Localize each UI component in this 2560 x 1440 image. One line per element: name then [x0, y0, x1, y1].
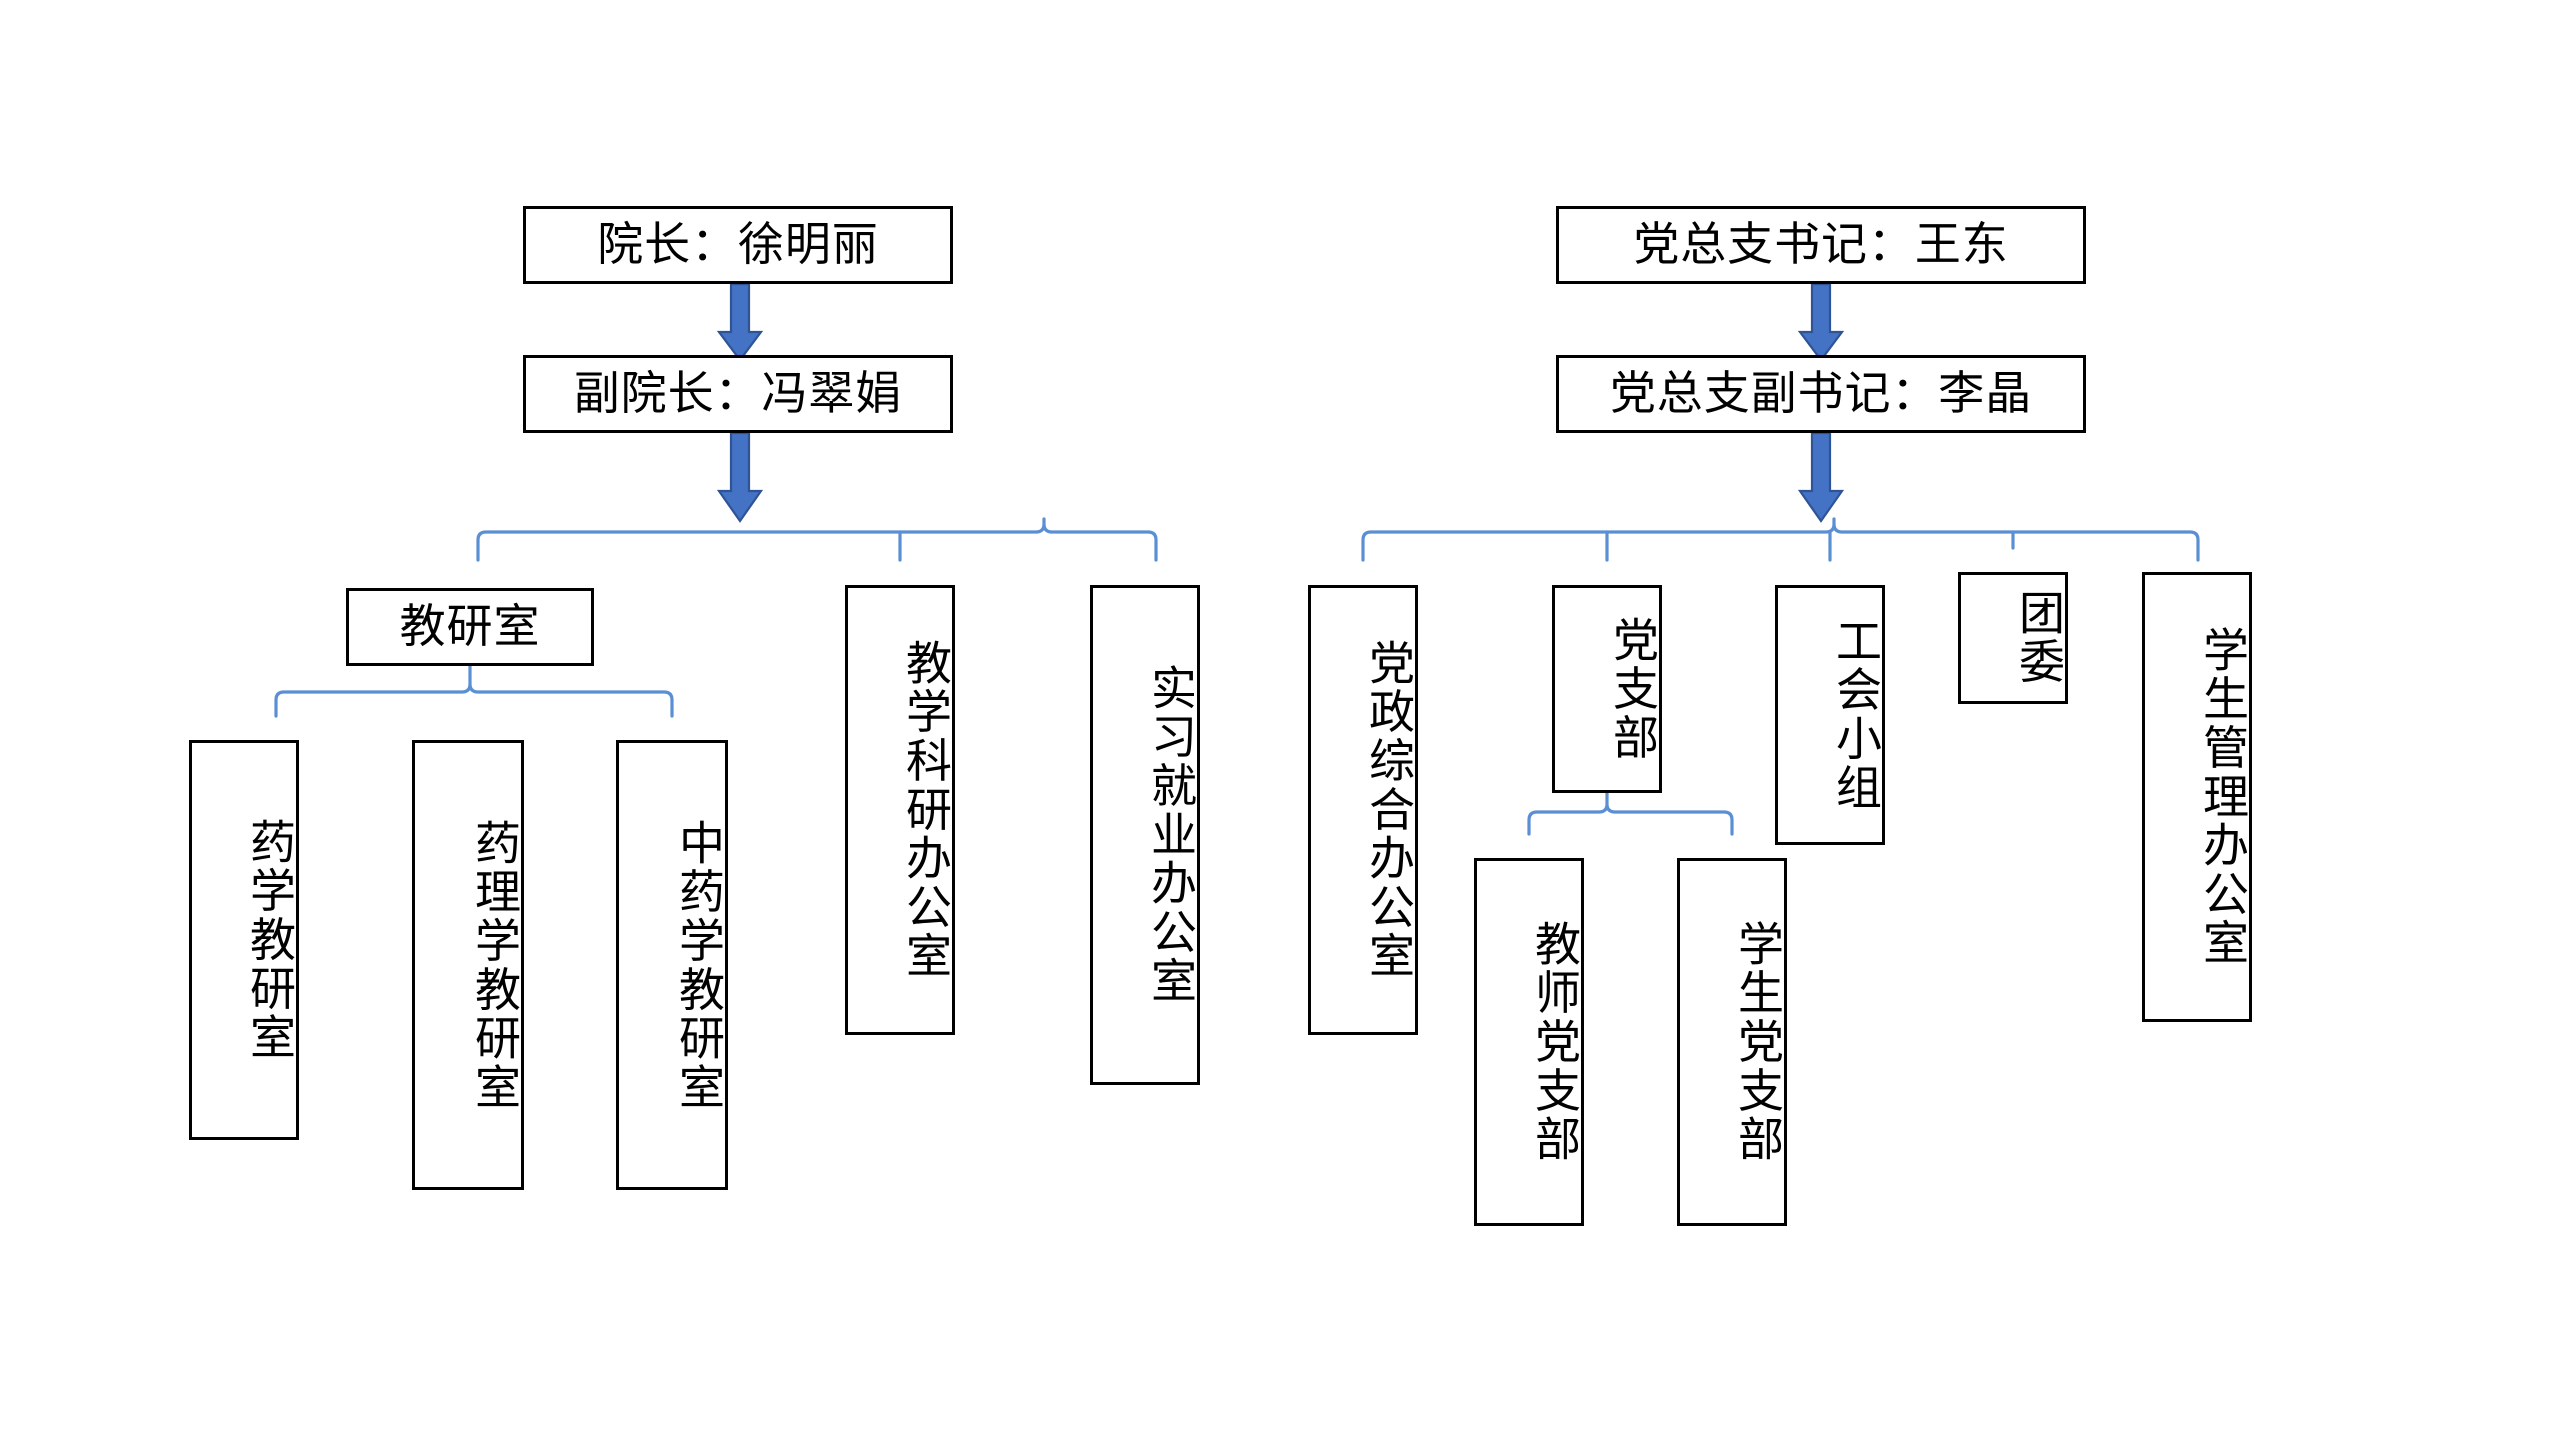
node-tcm-pharmacy-dept[interactable]: 中药学教研室 [616, 740, 728, 1190]
connector-teaching-research-children [274, 664, 674, 718]
node-union-group[interactable]: 工会小组 [1775, 585, 1885, 845]
node-student-party-branch[interactable]: 学生党支部 [1677, 858, 1787, 1226]
connector-academic-bus [476, 517, 1158, 562]
node-pharmacy-dept[interactable]: 药学教研室 [189, 740, 299, 1140]
node-dean[interactable]: 院长：徐明丽 [523, 206, 953, 284]
node-party-admin-office[interactable]: 党政综合办公室 [1308, 585, 1418, 1035]
node-internship-employment[interactable]: 实习就业办公室 [1090, 585, 1200, 1085]
arrow-deputy-to-units [1797, 433, 1845, 523]
connector-party-branch-children [1527, 791, 1734, 836]
node-pharmacology-dept[interactable]: 药理学教研室 [412, 740, 524, 1190]
node-party-deputy-secretary[interactable]: 党总支副书记：李晶 [1556, 355, 2086, 433]
node-party-secretary[interactable]: 党总支书记：王东 [1556, 206, 2086, 284]
arrow-secretary-to-deputy [1797, 284, 1845, 362]
node-student-mgmt-office[interactable]: 学生管理办公室 [2142, 572, 2252, 1022]
arrow-dean-to-vice-dean [716, 284, 764, 362]
node-teacher-party-branch[interactable]: 教师党支部 [1474, 858, 1584, 1226]
arrow-vice-dean-to-units [716, 433, 764, 523]
node-party-branch[interactable]: 党支部 [1552, 585, 1662, 793]
node-vice-dean[interactable]: 副院长：冯翠娟 [523, 355, 953, 433]
node-teaching-sci-office[interactable]: 教学科研办公室 [845, 585, 955, 1035]
connector-party-bus [1361, 517, 2200, 562]
node-youth-league[interactable]: 团委 [1958, 572, 2068, 704]
node-teaching-research-office[interactable]: 教研室 [346, 588, 594, 666]
